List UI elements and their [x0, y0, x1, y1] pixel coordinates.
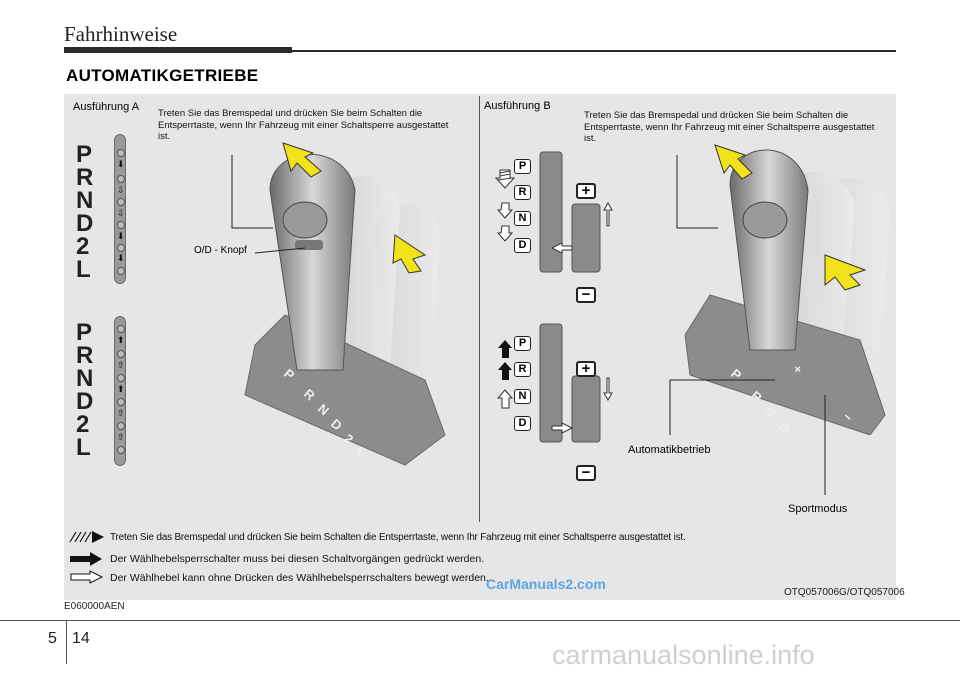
callout-lines-b	[669, 155, 826, 495]
watermark-text: CarManuals2.com	[486, 576, 606, 592]
gear-letter: P	[76, 319, 93, 346]
gear-letter: N	[76, 187, 94, 214]
yellow-arrow-icon	[824, 254, 867, 291]
up-arrow-icon: ⇧	[117, 360, 125, 370]
gear-letter: P	[76, 141, 93, 168]
version-b-label: Ausführung B	[484, 100, 551, 112]
gear-key-d: D	[514, 238, 531, 253]
unlock-button	[295, 240, 323, 250]
section-title: AUTOMATIKGETRIEBE	[66, 66, 259, 85]
callout-lines-a	[231, 155, 306, 254]
header-bar	[64, 47, 292, 53]
position-dot	[117, 325, 125, 333]
gear-key-n: N	[514, 389, 531, 404]
outline-arrow-icon	[70, 570, 104, 584]
gear-key-n: N	[514, 211, 531, 226]
lever-knob-button	[742, 201, 788, 239]
striped-arrow-icon	[494, 169, 516, 189]
gear-key-r: R	[514, 185, 531, 200]
version-a-note: Treten Sie das Bremspedal und drücken Si…	[158, 108, 449, 142]
up-arrow-icon: ⇧	[117, 432, 125, 442]
gear-key-p: P	[514, 159, 531, 174]
yellow-arrow-icon	[282, 142, 322, 178]
legend-text-3: Der Wählhebel kann ohne Drücken des Wähl…	[110, 572, 489, 584]
yellow-arrow-icon	[392, 234, 427, 274]
down-arrow-icon: ⬇	[117, 159, 125, 169]
version-a-label: Ausführung A	[73, 101, 140, 113]
position-dot	[117, 422, 125, 430]
chapter-number: 5	[48, 630, 57, 647]
position-dot	[117, 267, 125, 275]
gear-letter: N	[76, 365, 94, 392]
position-dot	[117, 221, 125, 229]
legend-text-2: Der Wählhebelsperrschalter muss bei dies…	[110, 553, 485, 565]
up-arrow-icon: ⬆	[117, 384, 125, 394]
automatic-mode-label: Automatikbetrieb	[628, 444, 711, 456]
position-dot	[117, 398, 125, 406]
shift-track-a-bottom: ⬆ ⇧ ⬆ ⇧ ⇧	[114, 316, 126, 466]
yellow-arrow-icon	[714, 144, 753, 180]
down-arrow-icon: ⇩	[117, 208, 125, 218]
footer-separator	[66, 620, 67, 664]
gear-base-plate	[684, 294, 886, 435]
legend-text-1: Treten Sie das Bremspedal und drücken Si…	[110, 532, 686, 543]
gear-letter: R	[76, 342, 94, 369]
gear-letter: L	[76, 256, 91, 283]
gate-letter: L	[354, 444, 370, 461]
shift-track-a-top: ⬇ ⇩ ⇩ ⬇ ⬇	[114, 134, 126, 284]
header-title: Fahrhinweise	[64, 22, 178, 46]
solid-arrow-icon	[70, 552, 102, 566]
position-dot	[117, 244, 125, 252]
plus-key: +	[576, 361, 596, 377]
panel-divider	[479, 96, 480, 522]
shifter-illustration-a: P R N D 2 L	[244, 142, 446, 466]
page-number: 14	[72, 630, 90, 647]
gear-letters-a-top: P R N D 2 L	[76, 141, 94, 283]
od-knob-label: O/D - Knopf	[194, 245, 247, 256]
gear-letter: D	[76, 388, 94, 415]
down-arrow-icon: ⬇	[117, 253, 125, 263]
minus-key: −	[576, 465, 596, 481]
gear-key-d: D	[514, 416, 531, 431]
striped-arrow-icon	[69, 531, 104, 543]
shifter-illustration-b: P R N D + −	[684, 144, 890, 435]
gear-letter: D	[76, 210, 94, 237]
header-rule	[292, 50, 896, 52]
sport-mode-label: Sportmodus	[788, 503, 848, 515]
position-dot	[117, 374, 125, 382]
up-arrow-icon: ⬆	[117, 335, 125, 345]
section-code: E060000AEN	[64, 601, 125, 612]
figure-code: OTQ057006G/OTQ057006	[784, 587, 905, 598]
gate-diagram-b-bottom	[496, 323, 613, 443]
gear-letter: R	[76, 164, 94, 191]
gear-key-p: P	[514, 336, 531, 351]
gear-letter: 2	[76, 233, 90, 260]
down-arrow-icon: ⇩	[117, 185, 125, 195]
up-arrow-icon: ⇧	[117, 408, 125, 418]
position-dot	[117, 175, 125, 183]
position-dot	[117, 198, 125, 206]
od-button	[282, 201, 328, 239]
position-dot	[117, 149, 125, 157]
position-dot	[117, 350, 125, 358]
gear-key-r: R	[514, 362, 531, 377]
gear-letter: 2	[76, 411, 90, 438]
gear-letters-a-bottom: P R N D 2 L	[76, 319, 94, 461]
gear-letter: L	[76, 434, 91, 461]
gate-diagram-b-top	[494, 151, 613, 273]
footer-rule	[0, 620, 960, 621]
position-dot	[117, 446, 125, 454]
site-watermark: carmanualsonline.info	[552, 640, 815, 670]
down-arrow-icon: ⬇	[117, 231, 125, 241]
plus-key: +	[576, 183, 596, 199]
minus-key: −	[576, 287, 596, 303]
version-b-note: Treten Sie das Bremspedal und drücken Si…	[584, 110, 875, 144]
